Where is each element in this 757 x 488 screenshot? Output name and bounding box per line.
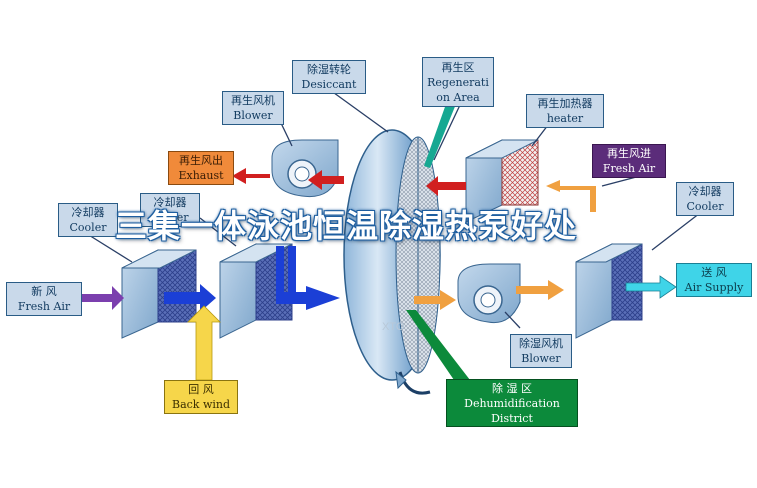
label-cooler-mid-zh: 冷却器 <box>153 196 187 209</box>
dehum-blower-unit <box>457 263 521 324</box>
regen-area-leader <box>424 104 456 168</box>
label-dehum-district: 除 湿 区 Dehumidification District <box>446 379 578 427</box>
label-supply-air-zh: 送 风 <box>701 266 727 279</box>
process-airflow-arrows <box>82 246 340 312</box>
label-regen-heater: 再生加热器 heater <box>526 94 604 128</box>
label-regen-blower: 再生风机 Blower <box>222 91 284 125</box>
label-cooler-left-zh: 冷却器 <box>71 206 105 219</box>
label-supply-air-en: Air Supply <box>684 281 744 294</box>
label-fresh-air: 新 风 Fresh Air <box>6 282 82 316</box>
dehumidified-airflow-arrows <box>414 280 564 310</box>
regen-heater-unit <box>465 139 539 223</box>
label-dehum-district-en1: Dehumidification <box>464 396 560 410</box>
label-regen-blower-zh: 再生风机 <box>231 94 275 107</box>
label-fresh-air-en: Fresh Air <box>17 300 71 313</box>
label-dehum-district-en2: District <box>491 411 533 425</box>
label-cooler-right-en: Cooler <box>686 200 724 213</box>
label-regen-exhaust: 再生风出 Exhaust <box>168 151 234 185</box>
label-dehum-blower-en: Blower <box>521 352 561 365</box>
label-cooler-right: 冷却器 Cooler <box>676 182 734 216</box>
label-desiccant: 除湿转轮 Desiccant <box>292 60 366 94</box>
label-supply-air: 送 风 Air Supply <box>676 263 752 297</box>
cooler-right-unit <box>575 243 643 339</box>
label-regen-area: 再生区 Regenerati on Area <box>422 57 494 107</box>
label-back-wind-zh: 回 风 <box>188 383 214 396</box>
label-back-wind: 回 风 Back wind <box>164 380 238 414</box>
label-cooler-left-en: Cooler <box>69 221 107 234</box>
label-regen-area-zh: 再生区 <box>441 60 475 74</box>
label-cooler-left: 冷却器 Cooler <box>58 203 118 237</box>
leader-lines <box>83 89 701 329</box>
district-leader <box>406 310 470 380</box>
label-dehum-blower: 除湿风机 Blower <box>510 334 572 368</box>
watermark: XTO <box>382 321 405 333</box>
back-wind-arrow <box>187 305 221 381</box>
label-back-wind-en: Back wind <box>171 398 231 411</box>
label-regen-heater-en: heater <box>546 112 584 125</box>
label-fresh-air-zh: 新 风 <box>31 285 57 298</box>
supply-airflow-arrow <box>625 275 677 299</box>
label-regen-blower-en: Blower <box>233 109 273 122</box>
label-regen-area-en2: on Area <box>436 90 480 104</box>
label-dehum-blower-zh: 除湿风机 <box>519 337 563 350</box>
regen-inlet-arrow <box>546 180 596 212</box>
label-regen-fresh-air: 再生风进 Fresh Air <box>592 144 666 178</box>
label-regen-exhaust-en: Exhaust <box>178 169 224 182</box>
cooler-mid-unit <box>219 243 293 339</box>
label-regen-exhaust-zh: 再生风出 <box>179 154 223 167</box>
label-cooler-mid: 冷却器 Cooler <box>140 193 200 227</box>
headline-overlay: 三集一体泳池恒温除湿热泵好处 <box>115 207 578 245</box>
label-regen-heater-zh: 再生加热器 <box>537 97 593 110</box>
label-desiccant-en: Desiccant <box>301 78 357 91</box>
label-regen-fresh-air-zh: 再生风进 <box>607 147 651 160</box>
label-desiccant-zh: 除湿转轮 <box>307 63 351 76</box>
label-cooler-right-zh: 冷却器 <box>688 185 722 198</box>
label-regen-area-en1: Regenerati <box>427 75 489 89</box>
regen-airflow-arrows <box>232 168 466 196</box>
desiccant-wheel <box>343 129 441 395</box>
label-cooler-mid-en: Cooler <box>151 211 189 224</box>
label-dehum-district-zh: 除 湿 区 <box>492 381 532 395</box>
regen-blower-unit <box>271 139 339 198</box>
label-regen-fresh-air-en: Fresh Air <box>602 162 656 175</box>
